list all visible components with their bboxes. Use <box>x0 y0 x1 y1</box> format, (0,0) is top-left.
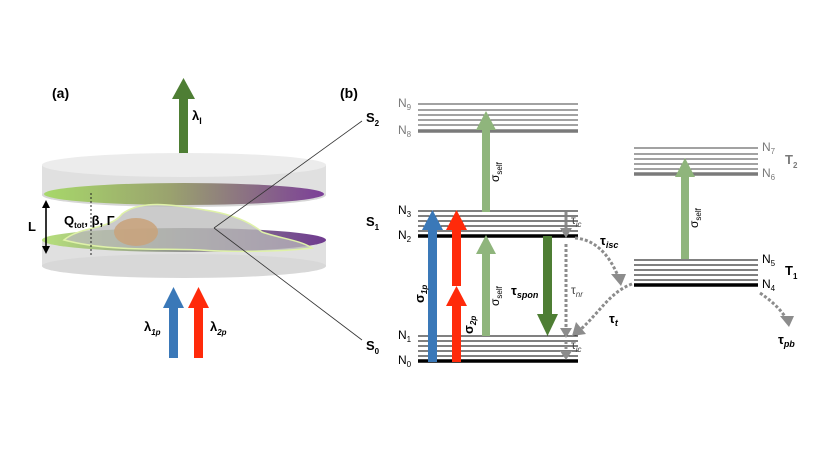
internal-conversion-s0-arrow <box>560 341 572 360</box>
top-mirror <box>42 153 326 207</box>
self-absorption-arrow-t1-t2 <box>675 158 695 259</box>
sigma-self-label-s1-s2: σself <box>488 161 504 182</box>
level-n8-label: N8 <box>398 123 412 139</box>
state-t1-label: T1 <box>785 263 798 281</box>
pump2-arrow <box>188 287 209 358</box>
self-absorption-arrow-s0-s1 <box>476 235 496 336</box>
level-n0-label: N0 <box>398 353 412 369</box>
panel-a-label: (a) <box>52 85 69 101</box>
sigma-2p-label: σ2p <box>461 316 478 334</box>
sigma-1p-label: σ1p <box>412 285 429 303</box>
level-n7-label: N7 <box>762 140 776 156</box>
state-s2-label: S2 <box>366 110 380 128</box>
cavity-parameters: Qtot, β, Γ <box>64 213 115 230</box>
sigma-self-label-t1-t2: σself <box>687 207 703 228</box>
state-s0-label: S0 <box>366 338 380 356</box>
triplet-to-singlet-arrow <box>572 282 633 336</box>
nonradiative-decay-arrow <box>560 244 572 338</box>
panel-a: (a) λl <box>28 78 326 358</box>
pump2-absorption-arrow-lower <box>446 286 467 362</box>
pump2-label: λ2p <box>210 319 227 337</box>
level-n9-label: N9 <box>398 96 412 112</box>
level-n3-label: N3 <box>398 203 412 219</box>
emission-arrow <box>172 78 195 155</box>
tau-pb-label: τpb <box>778 332 795 349</box>
state-s1-label: S1 <box>366 214 380 232</box>
level-n5-label: N5 <box>762 252 776 268</box>
level-n6-label: N6 <box>762 166 776 182</box>
t1-manifold <box>634 259 758 287</box>
sigma-self-label-s0-s1: σself <box>488 285 504 306</box>
s2-manifold <box>418 103 578 133</box>
tau-isc-label: τisc <box>600 233 618 250</box>
self-absorption-arrow-s1-s2 <box>476 111 496 212</box>
panel-b-label: (b) <box>340 85 358 101</box>
emission-label: λl <box>192 108 202 126</box>
level-n1-label: N1 <box>398 328 412 344</box>
pump1-arrow <box>163 287 184 358</box>
cell-shape <box>62 203 315 253</box>
panel-b: (b) S2 S1 S0 T2 T1 <box>340 85 798 369</box>
s0-manifold <box>418 335 578 363</box>
tau-spon-label: τspon <box>511 283 539 300</box>
tau-ic-label-s0: τic <box>571 338 582 354</box>
level-n2-label: N2 <box>398 228 412 244</box>
intersystem-crossing-arrow <box>574 236 626 286</box>
pump1-absorption-arrow <box>422 210 443 362</box>
zoom-lines <box>213 120 363 341</box>
s1-manifold <box>418 210 578 238</box>
level-n4-label: N4 <box>762 277 776 293</box>
cavity-length-indicator <box>42 200 50 254</box>
t2-manifold <box>634 147 758 176</box>
tau-ic-label-s1: τic <box>571 213 582 229</box>
cavity-length-label: L <box>28 219 36 234</box>
tau-nr-label: τnr <box>571 283 583 299</box>
pump1-label: λ1p <box>144 319 161 337</box>
state-t2-label: T2 <box>785 152 798 170</box>
spontaneous-emission-arrow <box>537 236 558 336</box>
internal-conversion-s1-arrow <box>560 212 572 238</box>
tau-t-label: τt <box>609 311 619 328</box>
pump2-absorption-arrow-upper <box>446 210 467 286</box>
photobleaching-arrow <box>759 291 794 327</box>
